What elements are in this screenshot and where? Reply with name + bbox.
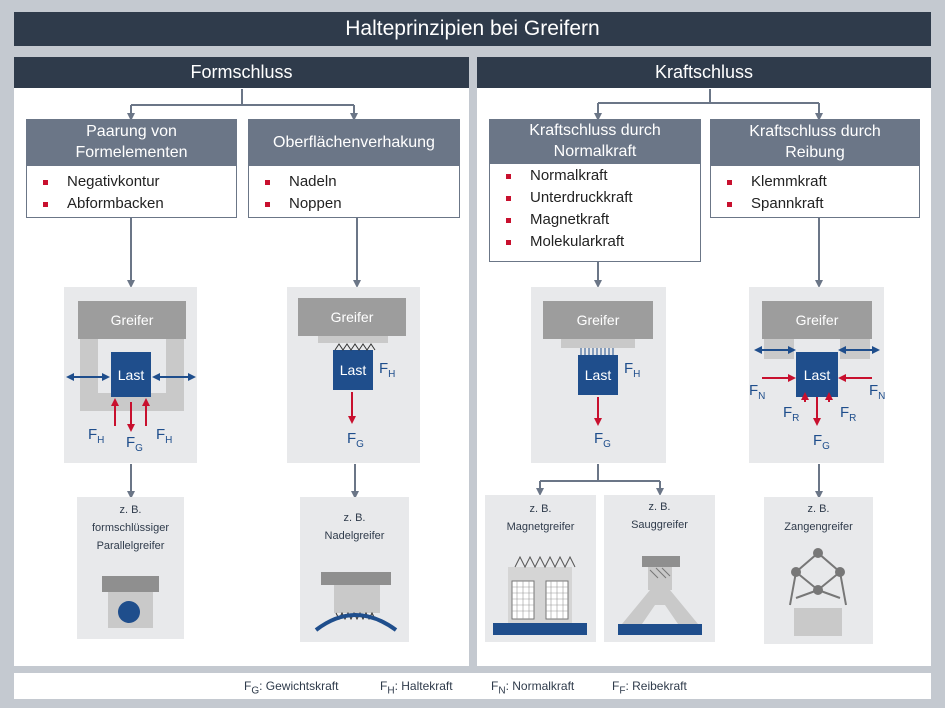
category-header-paarung: Paarung von Formelementen	[26, 119, 237, 165]
category-list-paarung: Negativkontur Abformbacken	[26, 165, 237, 218]
force-label-fn-left: FN	[749, 382, 766, 402]
formschluss-header: Formschluss	[14, 57, 469, 88]
page-title: Halteprinzipien bei Greifern	[14, 12, 931, 46]
example-text-nadelgreifer: z. B.Nadelgreifer	[324, 512, 385, 542]
list-item: Unterdruckkraft	[500, 187, 633, 209]
category-list-reibung: Klemmkraft Spannkraft	[710, 165, 920, 218]
force-label-fh: FH	[379, 360, 396, 380]
force-label-fr-right: FR	[840, 404, 857, 424]
list-item: Magnetkraft	[500, 209, 633, 231]
example-text-zangengreifer: z. B.Zangengreifer	[784, 503, 853, 533]
gripper-block: Greifer	[543, 301, 653, 339]
legend-item-fh: FH: Haltekraft	[380, 679, 453, 697]
legend-item-fn: FN: Normalkraft	[491, 679, 575, 697]
legend-item-fg: FG: Gewichtskraft	[244, 679, 339, 697]
list-item: Normalkraft	[500, 165, 633, 187]
force-label-fh: FH	[624, 360, 641, 380]
gripper-plate	[318, 336, 388, 343]
list-item: Negativkontur	[37, 171, 164, 193]
list-item: Abformbacken	[37, 193, 164, 215]
legend: FG: Gewichtskraft FH: Haltekraft FN: Nor…	[14, 673, 931, 699]
gripper-block: Greifer	[762, 301, 872, 339]
force-label-fn-right: FN	[869, 382, 886, 402]
load-block: Last	[333, 350, 373, 390]
category-header-oberflaeche: Oberflächenverhakung	[248, 119, 460, 165]
load-block: Last	[111, 352, 151, 397]
example-text-sauggreifer: z. B.Sauggreifer	[631, 501, 688, 531]
example-text-magnetgreifer: z. B.Magnetgreifer	[506, 503, 575, 533]
list-item: Spannkraft	[721, 193, 827, 215]
gripper-block: Greifer	[298, 298, 406, 336]
force-label-fh-right: FH	[156, 426, 173, 446]
gripper-block: Greifer	[78, 301, 186, 339]
category-header-normalkraft: Kraftschluss durch Normalkraft	[489, 119, 701, 163]
force-label-fh-left: FH	[88, 426, 105, 446]
category-header-reibung: Kraftschluss durch Reibung	[710, 119, 920, 165]
category-list-oberflaeche: Nadeln Noppen	[248, 165, 460, 218]
force-label-fr-left: FR	[783, 404, 800, 424]
legend-item-ff: FF: Reibekraft	[612, 679, 687, 697]
gripper-plate	[561, 339, 635, 348]
load-block: Last	[578, 355, 618, 395]
force-label-fg: FG	[126, 434, 143, 454]
example-nadelgreifer	[300, 497, 409, 642]
list-item: Nadeln	[259, 171, 342, 193]
load-block: Last	[796, 352, 838, 397]
list-item: Molekularkraft	[500, 231, 633, 253]
force-label-fg: FG	[594, 430, 611, 450]
force-label-fg: FG	[347, 430, 364, 450]
list-item: Noppen	[259, 193, 342, 215]
category-list-normalkraft: Normalkraft Unterdruckkraft Magnetkraft …	[489, 163, 701, 262]
kraftschluss-header: Kraftschluss	[477, 57, 931, 88]
list-item: Klemmkraft	[721, 171, 827, 193]
force-label-fg: FG	[813, 432, 830, 452]
